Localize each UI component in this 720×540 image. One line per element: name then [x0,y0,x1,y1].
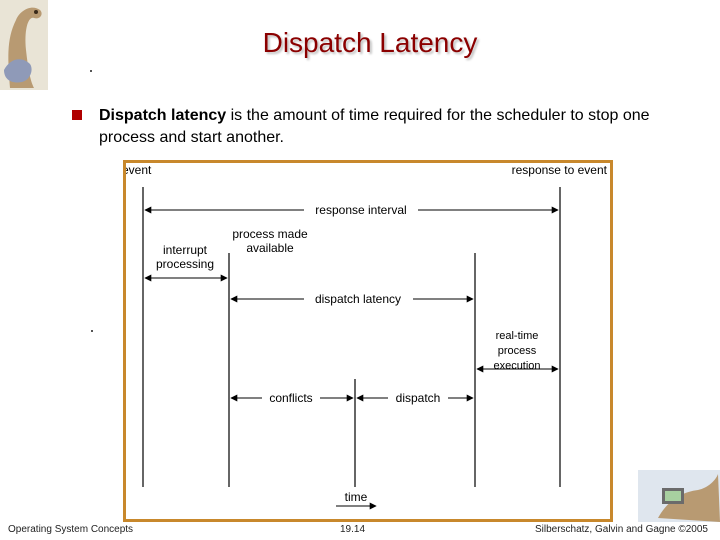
label-event: event [126,163,152,177]
dispatch-latency-diagram: event response to event response interva… [122,160,613,522]
bullet-icon [72,110,82,120]
label-available: available [246,241,294,255]
label-response-to-event: response to event [512,163,608,177]
decorative-dot [90,70,92,72]
decorative-dot [91,330,93,332]
bullet-text: Dispatch latency is the amount of time r… [99,105,659,149]
label-execution: execution [493,360,540,372]
bullet-definition: is the amount of time required for the s… [99,107,650,146]
label-real-time: real-time [496,330,539,342]
dinosaur-logo-bottom-right [638,470,720,522]
label-process: process [498,345,537,357]
label-conflicts: conflicts [269,391,312,405]
label-time: time [345,490,368,504]
bullet-term: Dispatch latency [99,107,227,124]
label-interrupt: interrupt [163,243,208,257]
diagram-svg: event response to event response interva… [122,163,608,510]
footer-page-number: 19.14 [340,524,366,535]
slide-title: Dispatch Latency [262,27,478,58]
label-processing: processing [156,257,214,271]
label-process-made: process made [232,227,308,241]
label-dispatch: dispatch [396,391,441,405]
label-dispatch-latency: dispatch latency [315,292,401,306]
footer-book-title: Operating System Concepts [8,524,134,535]
dinosaur-logo-top-left [0,0,48,90]
footer-copyright: Silberschatz, Galvin and Gagne ©2005 [534,524,708,535]
label-response-interval: response interval [315,203,406,217]
